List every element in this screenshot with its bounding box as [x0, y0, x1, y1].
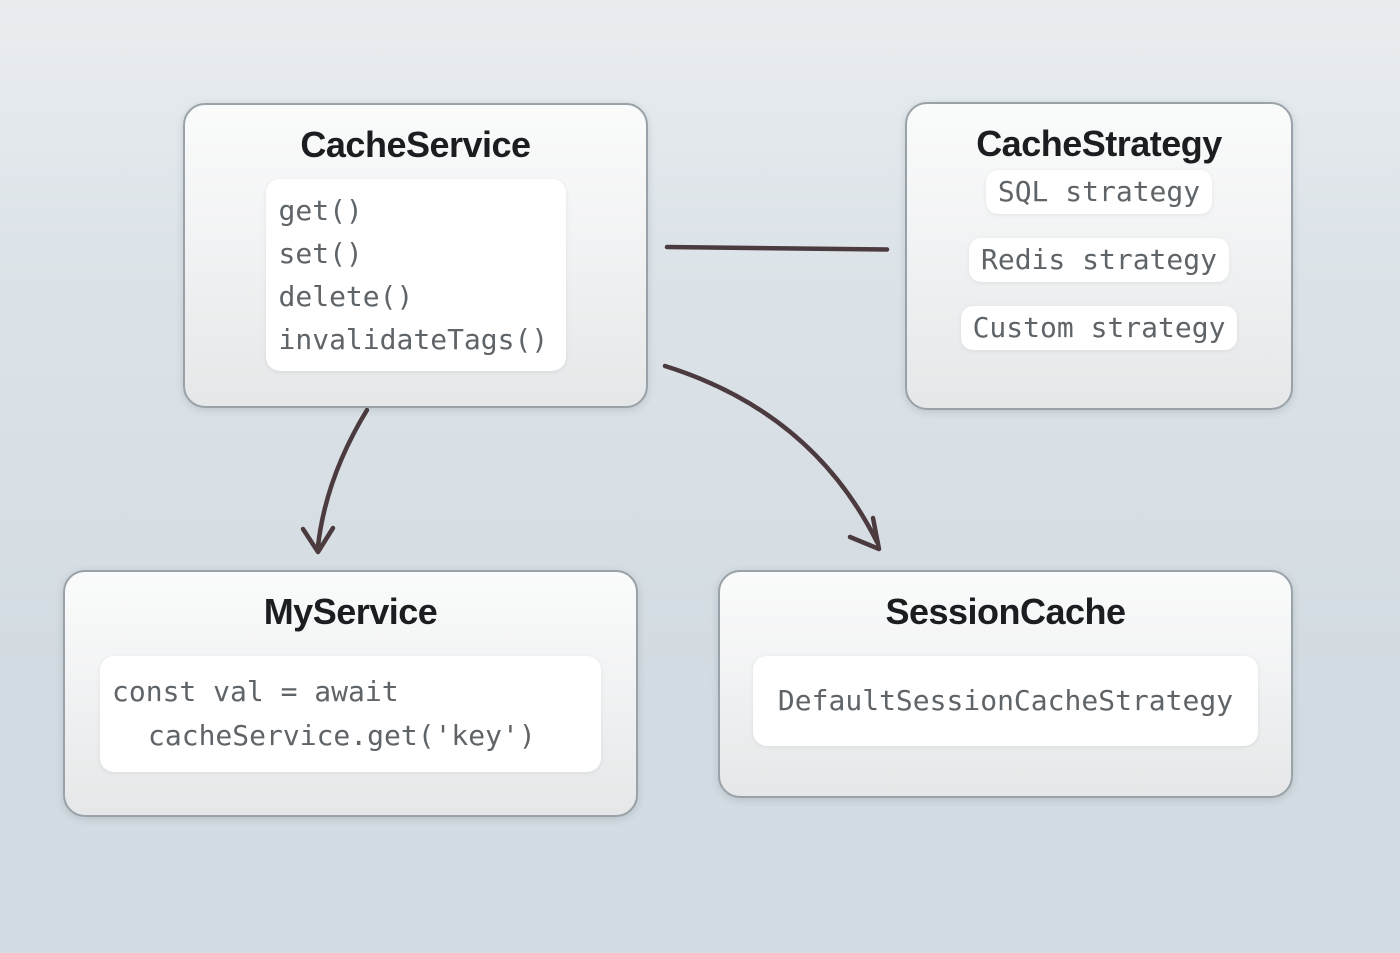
strategy-pill-sql: SQL strategy [985, 170, 1213, 214]
arrowhead-myservice [300, 525, 336, 555]
myservice-code-panel: const val = await cacheService.get('key'… [100, 656, 601, 772]
node-cachestrategy-title: CacheStrategy [976, 123, 1222, 164]
node-cacheservice-title: CacheService [300, 124, 531, 165]
cacheservice-methods-panel: get() set() delete() invalidateTags() [265, 179, 566, 371]
strategy-pill-custom: Custom strategy [960, 306, 1238, 350]
node-myservice: MyService const val = await cacheService… [63, 570, 638, 817]
sessioncache-strategy-panel: DefaultSessionCacheStrategy [753, 656, 1258, 746]
method-delete: delete() [278, 280, 414, 313]
method-set: set() [278, 237, 363, 270]
code-line-2: cacheService.get('key') [148, 719, 536, 752]
method-invalidatetags: invalidateTags() [278, 323, 549, 356]
edge-cacheservice-cachestrategy [664, 244, 890, 252]
edge-cacheservice-sessioncache-arrow [662, 363, 882, 552]
edge-cacheservice-myservice-arrow [300, 407, 370, 555]
node-myservice-title: MyService [263, 591, 438, 632]
node-cachestrategy: CacheStrategy SQL strategy Redis strateg… [905, 102, 1293, 410]
arrowhead-sessioncache [847, 515, 882, 552]
node-sessioncache-title: SessionCache [885, 591, 1126, 632]
node-cacheservice: CacheService get() set() delete() invali… [183, 103, 648, 408]
strategy-pill-redis: Redis strategy [968, 238, 1229, 282]
node-sessioncache: SessionCache DefaultSessionCacheStrategy [718, 570, 1293, 798]
method-get: get() [278, 194, 363, 227]
code-line-1: const val = await [112, 675, 399, 708]
